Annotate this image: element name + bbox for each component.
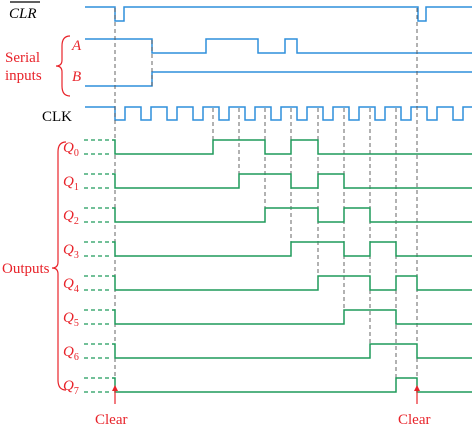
clear-label-right: Clear: [398, 412, 430, 428]
input-a-trace: [85, 38, 472, 54]
output-q3-label: Q3: [63, 242, 79, 261]
outputs-label: Outputs: [2, 261, 50, 277]
clr-label: CLR: [9, 6, 37, 22]
output-q0-trace: [112, 139, 472, 155]
clear-marker-left: Clear: [95, 385, 127, 428]
input-b-trace: [85, 71, 472, 87]
serial-inputs-label-line1: Serial: [5, 50, 40, 66]
output-q3-trace: [112, 241, 472, 257]
output-q5-trace: [112, 309, 472, 325]
input-a-label: A: [71, 38, 82, 54]
clk-trace: [85, 106, 472, 121]
clr-signal-label: CLR: [9, 1, 40, 22]
clock-edge-guides: [114, 8, 418, 384]
output-q4-trace: [112, 275, 472, 291]
serial-inputs-label-line2: inputs: [5, 68, 42, 84]
output-q1-trace: [112, 173, 472, 189]
output-q1-label: Q1: [63, 174, 79, 193]
output-q0-label: Q0: [63, 140, 79, 159]
output-q7-label: Q7: [63, 378, 79, 397]
output-q6-label: Q6: [63, 344, 79, 363]
clk-label: CLK: [42, 109, 72, 125]
clear-label-left: Clear: [95, 412, 127, 428]
output-q6-trace: [112, 343, 472, 359]
serial-inputs-brace: [55, 35, 71, 97]
clr-trace: [85, 6, 472, 22]
clear-marker-right: Clear: [398, 385, 430, 428]
up-arrow-icon: [414, 385, 420, 391]
outputs-brace: [51, 141, 67, 391]
output-q4-label: Q4: [63, 276, 79, 295]
output-q2-label: Q2: [63, 208, 79, 227]
up-arrow-icon: [112, 385, 118, 391]
input-b-label: B: [72, 69, 81, 85]
output-q5-label: Q5: [63, 310, 79, 329]
output-q2-trace: [112, 207, 472, 223]
